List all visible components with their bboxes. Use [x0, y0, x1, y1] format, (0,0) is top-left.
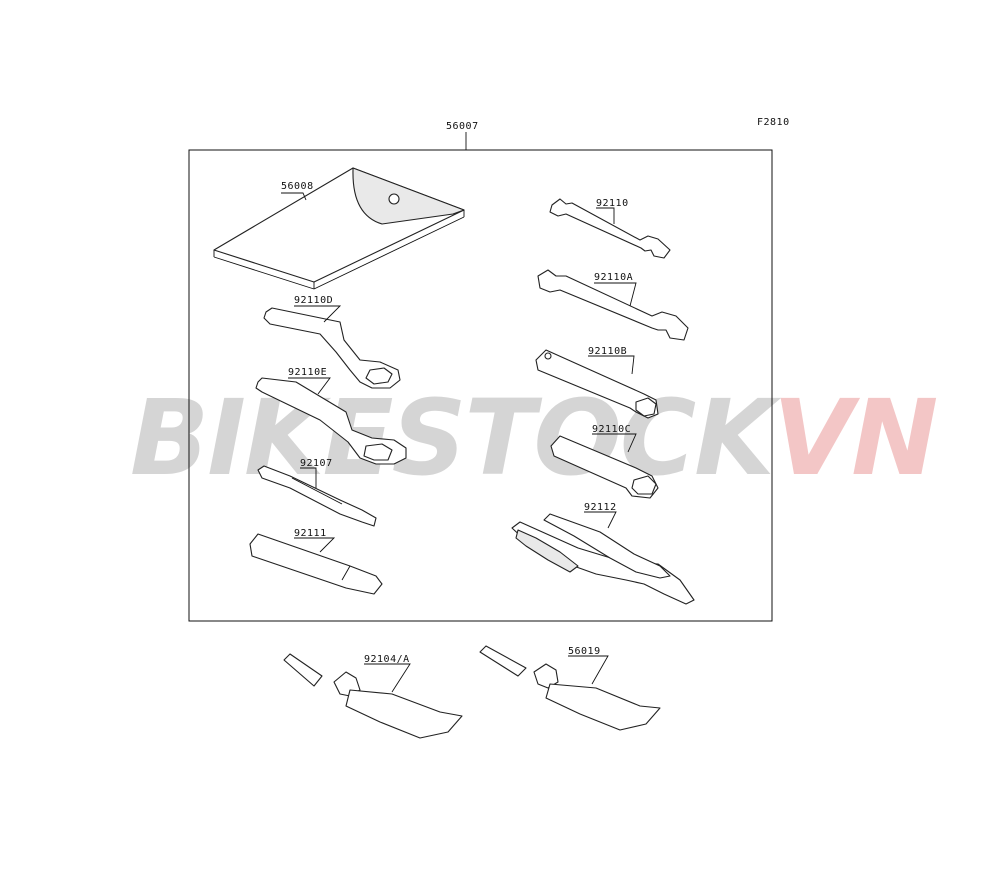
ring-wrench-drawing — [263, 307, 401, 389]
box-wrench-leader — [592, 433, 637, 453]
ring-wrench-long-drawing — [255, 377, 407, 465]
kit-label: 56007 — [446, 121, 479, 132]
open-end-wrench-large-drawing — [537, 269, 689, 341]
grease-tube-drawing — [283, 653, 463, 739]
open-end-wrench-small-drawing — [549, 198, 671, 259]
figure-code: F2810 — [757, 117, 790, 128]
part-label-92111: 92111 — [294, 528, 327, 539]
screwdriver-handle-drawing — [249, 533, 383, 595]
screwdriver-drawing — [257, 465, 377, 527]
grease-tube-2-leader — [568, 655, 609, 685]
part-label-92110E: 92110E — [288, 367, 327, 378]
grease-tube-2-drawing — [479, 645, 661, 731]
spark-plug-wrench-drawing — [535, 349, 659, 419]
part-label-56008: 56008 — [281, 181, 314, 192]
part-label-92110B: 92110B — [588, 346, 627, 357]
watermark-main: BIKESTOCKVN — [130, 377, 936, 499]
spark-wrench-leader — [588, 355, 635, 375]
screwdriver-leader — [300, 467, 317, 488]
pliers-drawing — [511, 513, 695, 605]
wrench-large-leader — [594, 282, 637, 307]
ring-wrench-long-leader — [288, 377, 331, 395]
box-wrench-drawing — [550, 435, 659, 499]
part-label-56019: 56019 — [568, 646, 601, 657]
grease-tube-leader — [364, 663, 411, 693]
tool-bag-leader — [281, 192, 307, 201]
tool-bag-drawing — [213, 167, 465, 290]
handle-leader — [294, 537, 336, 553]
part-label-92110C: 92110C — [592, 424, 631, 435]
part-label-92104A: 92104/A — [364, 654, 410, 665]
part-label-92110A: 92110A — [594, 272, 633, 283]
tool-kit-frame — [188, 149, 773, 622]
watermark-accent: VN — [773, 377, 937, 499]
wrench-small-leader — [596, 207, 615, 224]
part-label-92110D: 92110D — [294, 295, 333, 306]
ring-wrench-leader — [294, 305, 342, 323]
part-label-92112: 92112 — [584, 502, 617, 513]
part-label-92110: 92110 — [596, 198, 629, 209]
pliers-leader — [584, 511, 617, 529]
part-label-92107: 92107 — [300, 458, 333, 469]
